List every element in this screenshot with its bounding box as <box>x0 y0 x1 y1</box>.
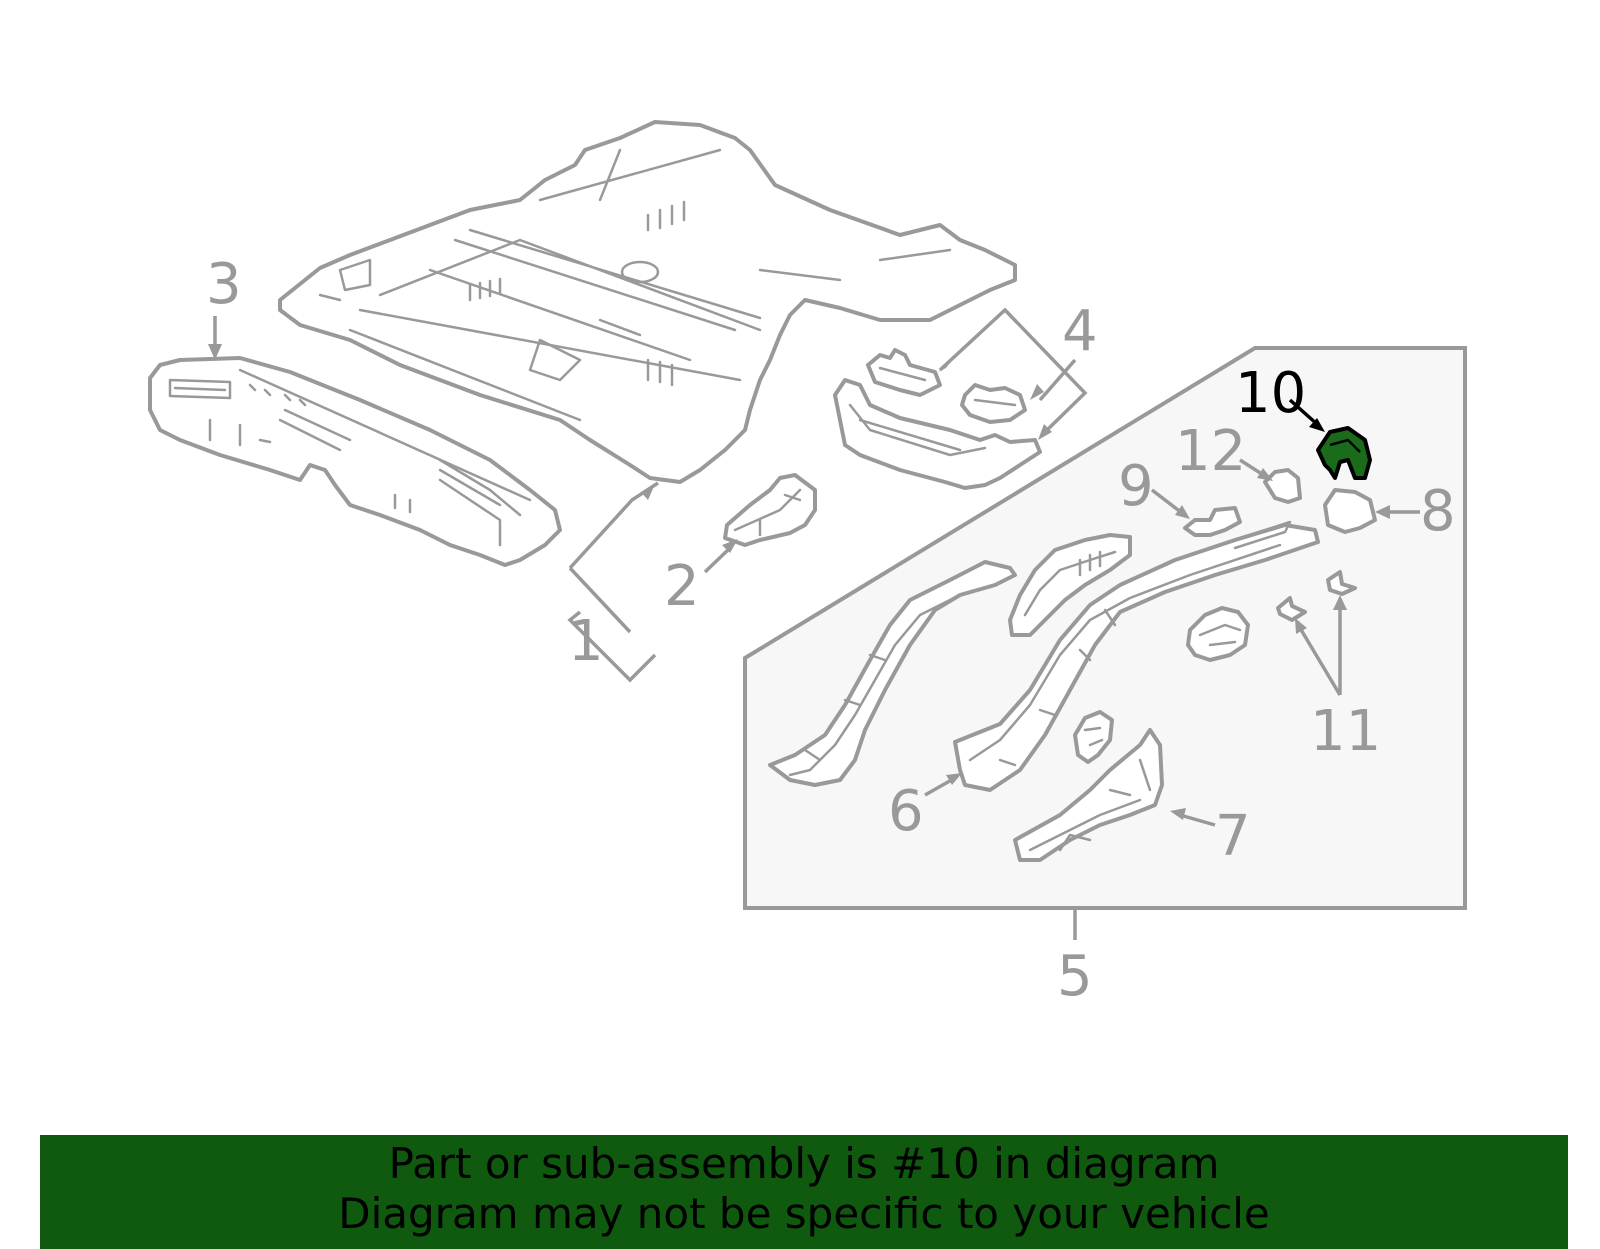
callout-4: 4 <box>1062 299 1098 364</box>
callout-labels: 1 2 3 4 5 6 7 8 9 10 11 12 <box>206 252 1456 1009</box>
info-banner: Part or sub-assembly is #10 in diagram D… <box>40 1135 1568 1249</box>
part-3-crossmember[interactable] <box>148 356 562 567</box>
part-5-gusset[interactable] <box>1073 710 1114 764</box>
part-4-reinforcements[interactable] <box>833 348 1042 490</box>
callout-5: 5 <box>1057 944 1093 1009</box>
part-9-clip[interactable] <box>1183 506 1242 537</box>
part-11-clips[interactable] <box>1276 570 1357 622</box>
leader-lines <box>208 307 1420 940</box>
callout-3: 3 <box>206 252 242 317</box>
callout-12: 12 <box>1175 419 1246 484</box>
callout-11: 11 <box>1310 699 1381 764</box>
part-1-floor-pan[interactable] <box>278 120 1017 484</box>
callout-2: 2 <box>664 554 700 619</box>
part-12-plate[interactable] <box>1263 468 1302 504</box>
callout-6: 6 <box>888 779 924 844</box>
part-5-small-bracket[interactable] <box>1186 606 1250 662</box>
part-8-plate[interactable] <box>1323 488 1377 534</box>
part-6-frame-rail[interactable] <box>953 520 1320 792</box>
callout-7: 7 <box>1215 804 1251 869</box>
part-7-panel[interactable] <box>1013 728 1164 862</box>
banner-line-part: Part or sub-assembly is #10 in diagram <box>388 1139 1220 1188</box>
part-2-bracket[interactable] <box>723 473 817 547</box>
callout-9: 9 <box>1118 454 1154 519</box>
part-5-side-rail[interactable] <box>768 560 1017 787</box>
callout-1: 1 <box>568 609 604 674</box>
callout-8: 8 <box>1420 479 1456 544</box>
callout-10: 10 <box>1235 361 1306 426</box>
part-5-upper-bracket[interactable] <box>1008 533 1132 637</box>
banner-line-disclaimer: Diagram may not be specific to your vehi… <box>338 1189 1270 1238</box>
part-10-highlighted[interactable] <box>1316 426 1372 480</box>
